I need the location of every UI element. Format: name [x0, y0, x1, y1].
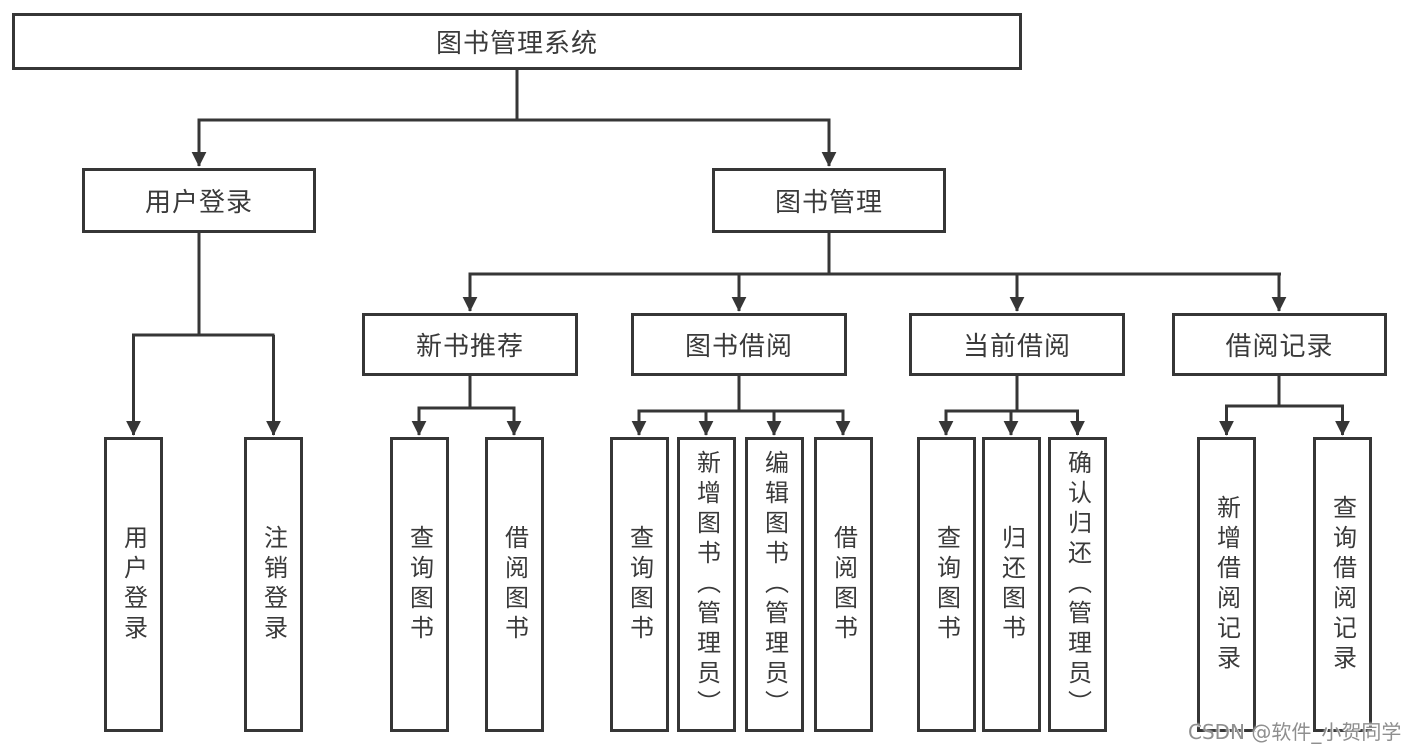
leaf-node-search-borrowing-record: 查询借阅记录	[1313, 437, 1372, 732]
csdn-watermark: CSDN @软件_小贺同学	[1188, 720, 1402, 744]
connector-root-to-level2	[191, 70, 837, 167]
leaf-node-add-borrowing-record: 新增借阅记录	[1197, 437, 1256, 732]
node-book-borrowing: 图书借阅	[631, 313, 847, 376]
node-borrowing-records: 借阅记录	[1172, 313, 1387, 376]
connector-borrow-to-leaves	[631, 376, 851, 436]
connector-record-to-leaves	[1219, 376, 1350, 436]
leaf-node-confirm-return-admin: 确认归还（管理员）	[1048, 437, 1107, 732]
node-library-management-system: 图书管理系统	[12, 13, 1022, 70]
connector-newbook-to-leaves	[411, 376, 522, 436]
node-book-management: 图书管理	[712, 168, 946, 233]
leaf-node-search-books-current: 查询图书	[917, 437, 976, 732]
leaf-node-edit-books-admin: 编辑图书（管理员）	[745, 437, 804, 732]
connector-current-to-leaves	[938, 376, 1085, 436]
connector-login-to-leaves	[126, 233, 281, 436]
node-new-book-recommendation: 新书推荐	[362, 313, 578, 376]
leaf-node-borrow-books-recommend: 借阅图书	[485, 437, 544, 732]
leaf-node-search-books-recommend: 查询图书	[390, 437, 449, 732]
leaf-node-user-login: 用户登录	[104, 437, 163, 732]
leaf-node-logout: 注销登录	[244, 437, 303, 732]
leaf-node-add-books-admin: 新增图书（管理员）	[677, 437, 736, 732]
node-user-login: 用户登录	[82, 168, 316, 233]
leaf-node-search-books-borrowing: 查询图书	[610, 437, 669, 732]
leaf-node-borrow-books-borrowing: 借阅图书	[814, 437, 873, 732]
connector-bookmgmt-to-level3	[462, 233, 1287, 312]
leaf-node-return-books: 归还图书	[982, 437, 1041, 732]
node-current-borrowing: 当前借阅	[909, 313, 1125, 376]
